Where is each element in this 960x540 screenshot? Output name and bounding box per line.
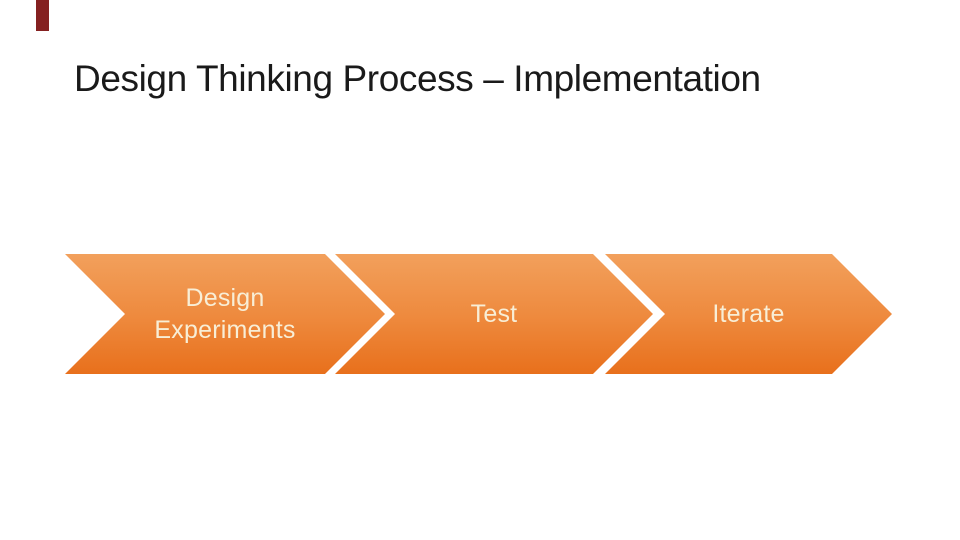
chevron-step-design-experiments: Design Experiments: [65, 254, 385, 374]
step-label: Iterate: [712, 300, 785, 328]
slide-title: Design Thinking Process – Implementation: [74, 58, 761, 99]
process-diagram: Design Experiments Test Iterate: [0, 254, 960, 374]
step-label: Test: [470, 300, 518, 328]
ribbon-marker: [36, 0, 49, 31]
step-label: Design Experiments: [154, 284, 296, 344]
